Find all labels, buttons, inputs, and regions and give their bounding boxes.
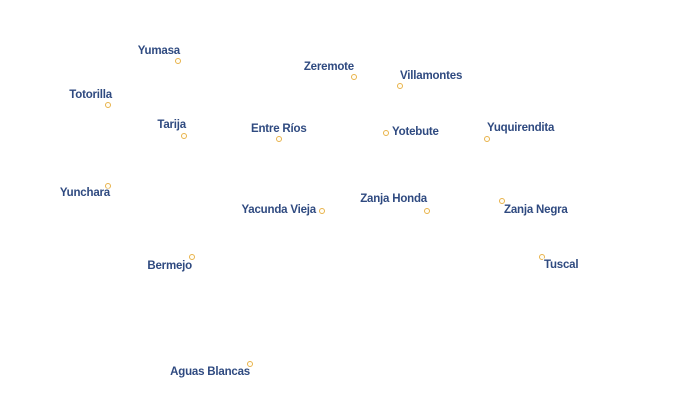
place-label: Yuquirendita [487,122,555,134]
place-label: Tarija [157,119,186,131]
place-label: Villamontes [400,70,463,82]
place-marker[interactable] [189,254,195,260]
place-marker[interactable] [539,254,545,260]
place-marker[interactable] [424,208,430,214]
place-label: Entre Ríos [251,123,307,135]
place-marker[interactable] [105,102,111,108]
place-label: Zeremote [303,61,354,73]
place-marker[interactable] [181,133,187,139]
place-label: Zanja Negra [504,204,568,216]
place-label: Tuscal [544,259,579,271]
place-label: Yunchara [59,187,110,199]
place-marker[interactable] [105,183,111,189]
place-label: Yotebute [392,126,439,138]
place-marker[interactable] [484,136,490,142]
place-marker[interactable] [175,58,181,64]
place-marker[interactable] [247,361,253,367]
place-marker[interactable] [397,83,403,89]
place-marker[interactable] [319,208,325,214]
place-marker[interactable] [276,136,282,142]
place-marker[interactable] [383,130,389,136]
place-label: Aguas Blancas [170,366,250,378]
place-marker[interactable] [499,198,505,204]
place-label: Bermejo [147,260,192,272]
place-label: Zanja Honda [360,193,427,205]
place-marker[interactable] [351,74,357,80]
place-label: Totorilla [69,89,112,101]
place-label: Yumasa [137,45,180,57]
place-label: Yacunda Vieja [241,204,316,216]
